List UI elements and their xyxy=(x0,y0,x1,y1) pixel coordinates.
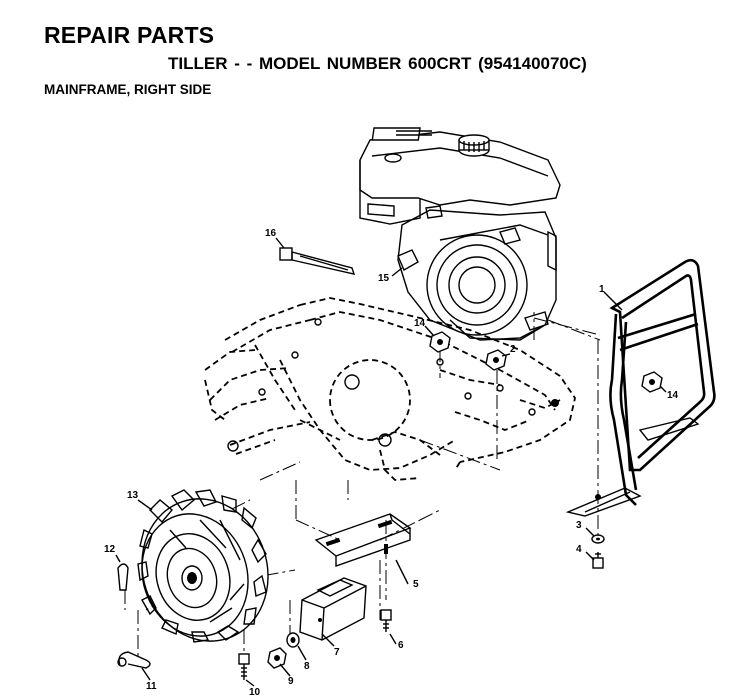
callout-4: 4 xyxy=(576,544,582,555)
bolt-4 xyxy=(592,552,604,569)
hairpin-clip xyxy=(117,651,151,669)
engine xyxy=(359,127,561,341)
callout-7: 7 xyxy=(334,647,340,658)
nut-14-right xyxy=(641,371,663,393)
callout-9: 9 xyxy=(288,676,294,687)
callout-14-right: 14 xyxy=(667,390,679,401)
pin xyxy=(117,563,129,591)
tire-and-wheel xyxy=(137,489,269,643)
side-shield xyxy=(299,577,367,641)
callout-1: 1 xyxy=(599,284,605,295)
page-title: REPAIR PARTS xyxy=(44,22,215,48)
bolt-10 xyxy=(238,653,250,680)
callout-labels: 1 2 3 4 5 6 7 8 9 10 11 12 13 14 14 15 1… xyxy=(104,228,679,696)
cable-tie xyxy=(279,247,356,275)
callout-14-left: 14 xyxy=(414,318,426,329)
tiller-frame-phantom xyxy=(204,297,576,481)
bolt-6 xyxy=(380,609,392,632)
callout-3: 3 xyxy=(576,520,582,531)
section-title: MAINFRAME, RIGHT SIDE xyxy=(44,82,212,97)
washer-8 xyxy=(286,632,300,648)
callout-12: 12 xyxy=(104,544,116,555)
callout-11: 11 xyxy=(146,681,157,692)
callout-8: 8 xyxy=(304,661,310,672)
model-subtitle: TILLER - - MODEL NUMBER 600CRT (95414007… xyxy=(168,54,587,73)
callout-5: 5 xyxy=(413,579,419,590)
front-bumper xyxy=(565,258,716,517)
callout-10: 10 xyxy=(249,687,261,696)
washer-3 xyxy=(591,534,605,544)
nut-9 xyxy=(267,647,287,669)
leader-lines xyxy=(115,237,667,687)
callout-2: 2 xyxy=(510,344,516,355)
callout-6: 6 xyxy=(398,640,404,651)
callout-15: 15 xyxy=(378,273,390,284)
mounting-bracket xyxy=(314,513,412,567)
nut-2 xyxy=(485,349,507,371)
callout-16: 16 xyxy=(265,228,277,239)
callout-13: 13 xyxy=(127,490,139,501)
nut-14-left xyxy=(429,331,451,353)
